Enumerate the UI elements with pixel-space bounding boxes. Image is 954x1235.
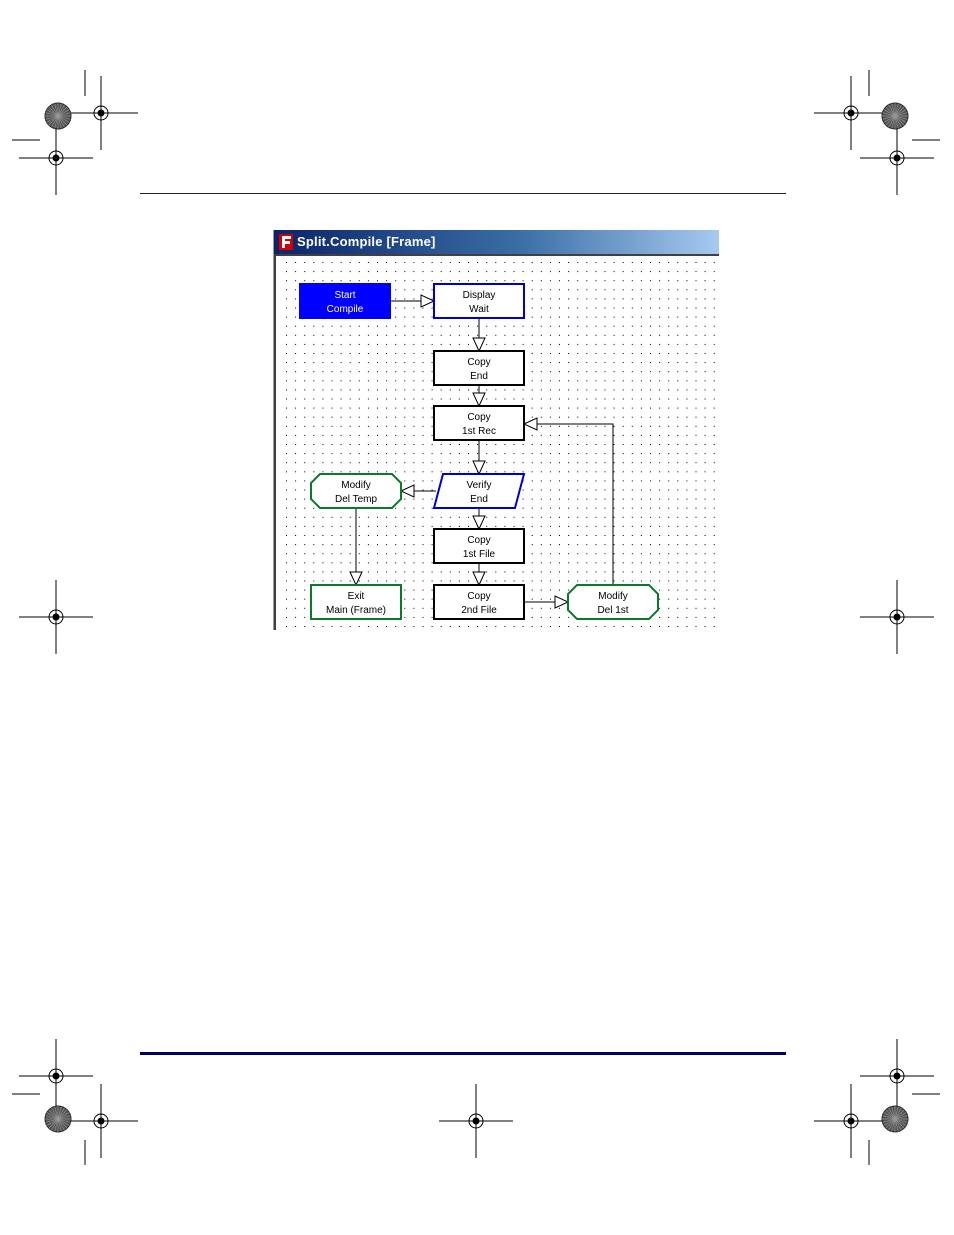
node-label-line1: Copy: [467, 412, 490, 423]
node-copy-1st-file[interactable]: Copy 1st File: [434, 529, 524, 563]
node-label-line2: Main (Frame): [326, 605, 386, 616]
node-label-line1: Modify: [598, 591, 627, 602]
node-label-line2: Wait: [469, 304, 489, 315]
edge-verify-end-to-copy-1st-file: [473, 508, 485, 529]
header-rule: [140, 193, 786, 194]
arrowhead-icon: [473, 516, 485, 529]
edge-copy-1st-file-to-copy-2nd-file: [473, 563, 485, 585]
node-label-line2: 1st File: [463, 549, 496, 560]
arrowhead-icon: [473, 572, 485, 585]
arrowhead-icon: [555, 596, 568, 608]
arrowhead-icon: [421, 295, 434, 307]
edge-display-wait-to-copy-end: [473, 318, 485, 351]
node-label-line2: 2nd File: [461, 605, 497, 616]
arrowhead-icon: [524, 418, 537, 430]
node-label-line1: Modify: [341, 480, 370, 491]
edge-copy-2nd-file-to-modify-del-1st: [524, 596, 568, 608]
edge-copy-end-to-copy-1st-rec: [473, 385, 485, 406]
node-label-line1: Exit: [348, 591, 365, 602]
node-label-line2: Del 1st: [597, 605, 628, 616]
edge-modify-del-temp-to-exit-main: [350, 508, 362, 585]
edge-start-compile-to-display-wait: [390, 295, 434, 307]
node-label-line2: Del Temp: [335, 494, 377, 505]
node-copy-1st-rec[interactable]: Copy 1st Rec: [434, 406, 524, 440]
footer-rule: [140, 1052, 786, 1055]
arrowhead-icon: [401, 485, 414, 497]
node-label-line1: Verify: [466, 480, 491, 491]
edge-copy-1st-rec-to-verify-end: [473, 440, 485, 474]
node-copy-2nd-file[interactable]: Copy 2nd File: [434, 585, 524, 619]
node-label-line1: Display: [463, 290, 496, 301]
arrowhead-icon: [350, 572, 362, 585]
node-label-line2: End: [470, 494, 488, 505]
arrowhead-icon: [473, 338, 485, 351]
arrowhead-icon: [473, 461, 485, 474]
node-label-line2: End: [470, 371, 488, 382]
node-label-line1: Copy: [467, 357, 490, 368]
edge-verify-end-to-modify-del-temp: [401, 485, 436, 497]
node-label-line1: Copy: [467, 535, 490, 546]
arrowhead-icon: [473, 393, 485, 406]
node-label-line1: Copy: [467, 591, 490, 602]
node-label-line1: Start: [334, 290, 355, 301]
node-label-line2: Compile: [327, 304, 364, 315]
edge-modify-del-1st-to-copy-1st-rec: [524, 418, 613, 585]
node-label-line2: 1st Rec: [462, 426, 496, 437]
